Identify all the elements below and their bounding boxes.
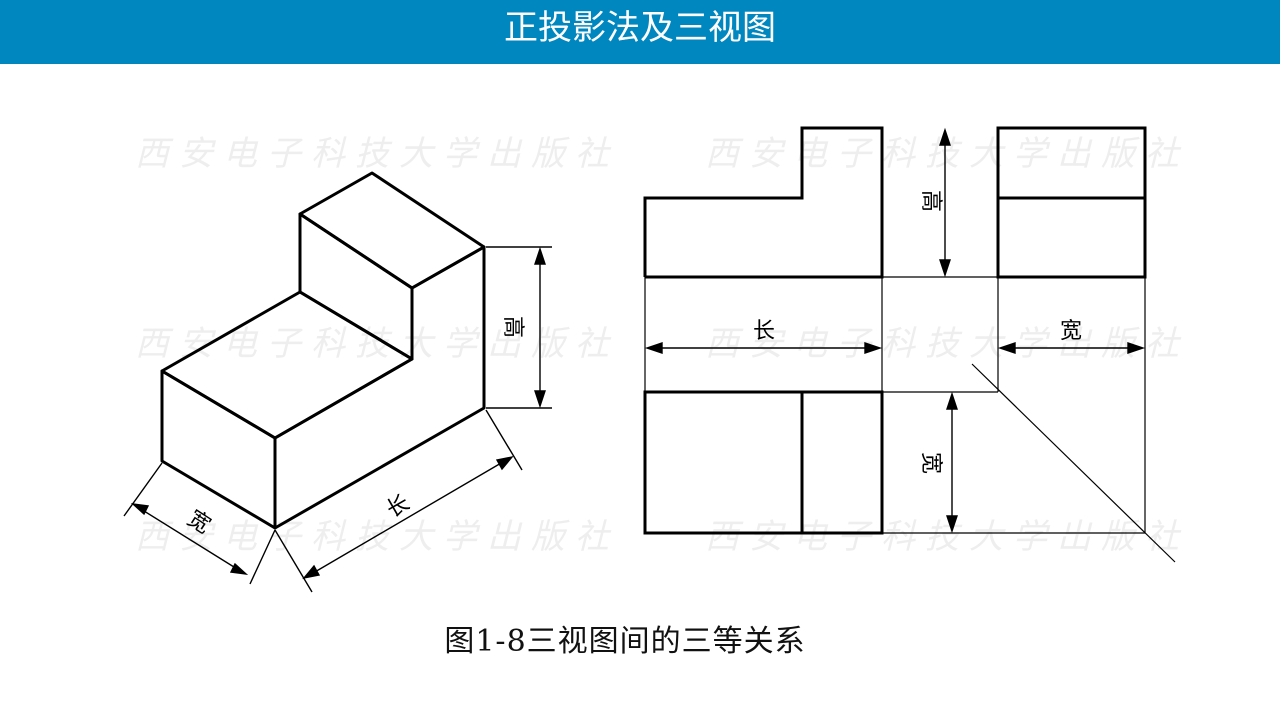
iso-upper-top: [298, 171, 486, 290]
page-title: 正投影法及三视图: [504, 8, 776, 48]
watermark-text: 西安电子科技大学出版社: [135, 517, 619, 557]
projection-lines: [644, 276, 1176, 563]
iso-step-top: [160, 290, 414, 440]
ortho-width-label-horizontal: 宽: [1060, 319, 1082, 344]
title-bar: 正投影法及三视图: [0, 0, 1280, 64]
iso-dimensions: [123, 246, 552, 593]
iso-right-face: [273, 245, 486, 530]
ortho-dimensions: [644, 127, 1146, 534]
watermark-text: 西安电子科技大学出版社: [705, 324, 1189, 364]
three-view-diagram: 西安电子科技大学出版社 西安电子科技大学出版社 西安电子科技大学出版社 西安电子…: [123, 126, 1189, 593]
top-view: [643, 390, 884, 535]
ortho-length-label: 长: [753, 319, 775, 344]
watermark-text: 西安电子科技大学出版社: [135, 324, 619, 364]
iso-front-face: [160, 369, 277, 530]
iso-height-label: 高: [500, 316, 525, 338]
isometric-view: [160, 171, 486, 530]
figure-caption: 图1-8三视图间的三等关系: [444, 624, 806, 659]
watermark-text: 西安电子科技大学出版社: [135, 134, 619, 174]
ortho-width-label-vertical: 宽: [918, 452, 943, 474]
watermark-text: 西安电子科技大学出版社: [705, 517, 1189, 557]
ortho-height-label: 高: [918, 190, 943, 212]
